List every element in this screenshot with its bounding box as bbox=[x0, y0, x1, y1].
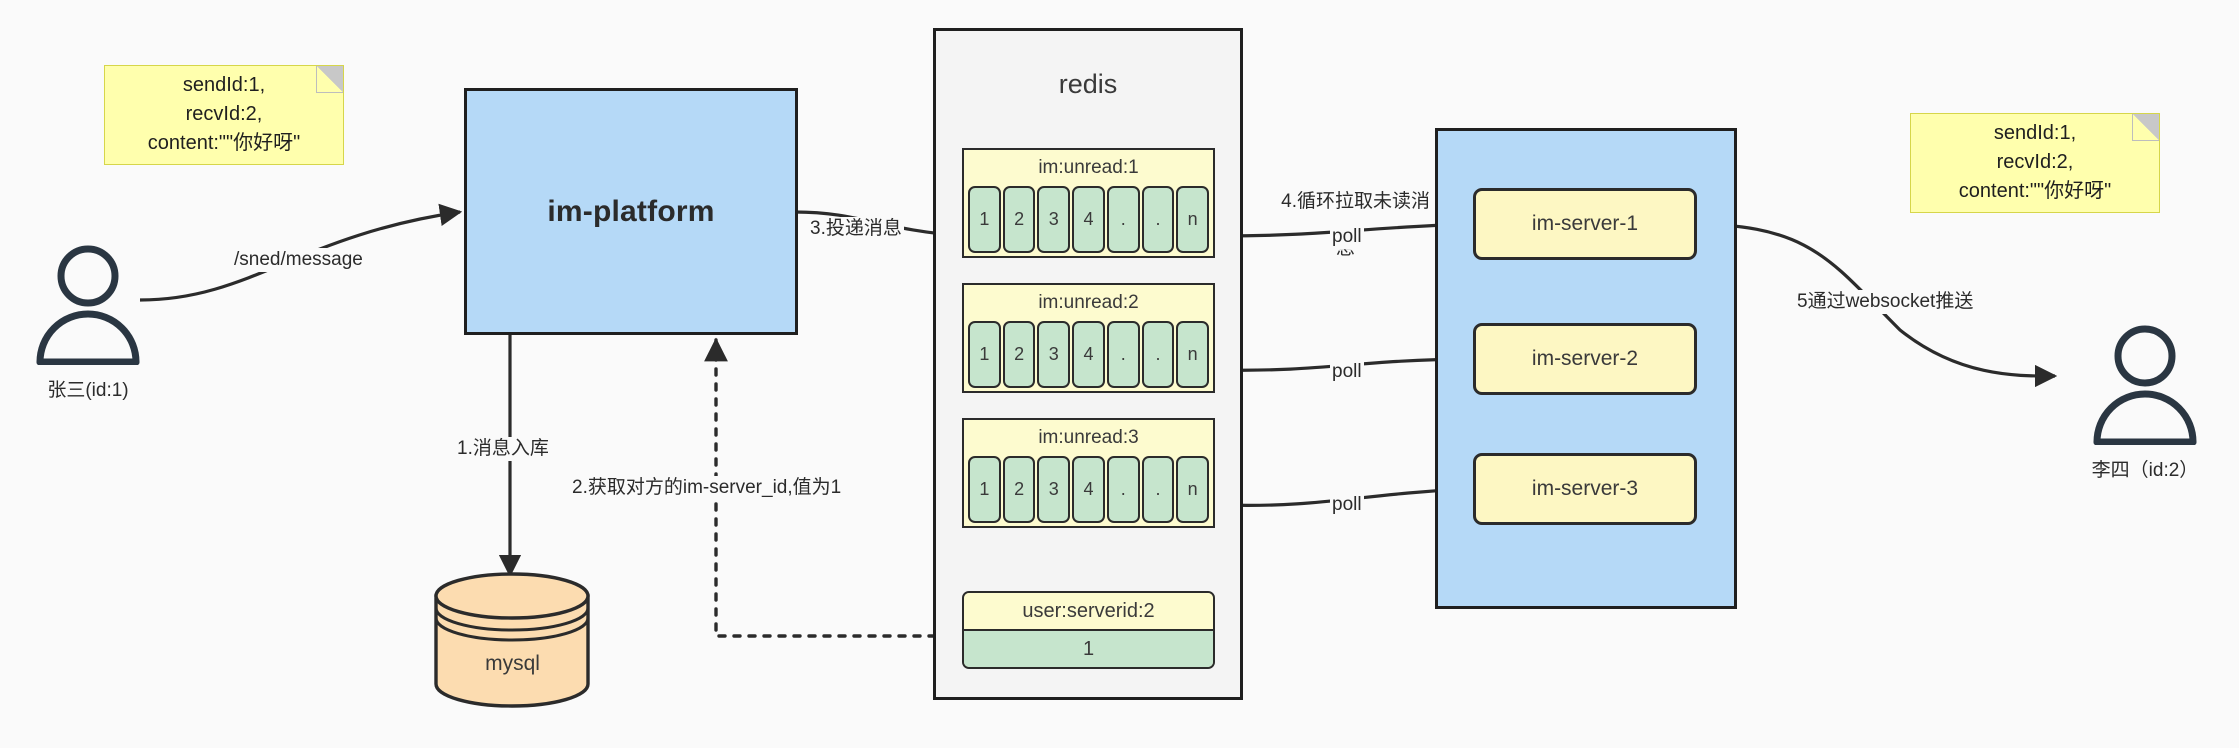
redis-cell[interactable]: . bbox=[1106, 186, 1140, 253]
redis-cell[interactable]: 1 bbox=[968, 456, 1001, 523]
edge-label-step5: 5通过websocket推送 bbox=[1795, 290, 1976, 314]
redis-list-key: im:unread:1 bbox=[1038, 157, 1139, 178]
redis-list-cells: 1 2 3 4 . . n bbox=[964, 456, 1213, 526]
redis-list-key: im:unread:3 bbox=[1038, 427, 1139, 448]
node-im-platform[interactable]: im-platform bbox=[464, 88, 798, 335]
redis-cell[interactable]: 4 bbox=[1072, 456, 1105, 523]
redis-list-2[interactable]: im:unread:3 1 2 3 4 . . n bbox=[962, 418, 1215, 528]
redis-kv-key: user:serverid:2 bbox=[964, 593, 1213, 629]
redis-cell[interactable]: . bbox=[1141, 186, 1175, 253]
redis-list-cells: 1 2 3 4 . . n bbox=[964, 321, 1213, 391]
person-icon bbox=[36, 245, 140, 366]
actor-sender bbox=[28, 240, 148, 366]
redis-cell[interactable]: . bbox=[1141, 321, 1175, 388]
container-redis-title: redis bbox=[1058, 69, 1118, 99]
node-im-server-1[interactable]: im-server-1 bbox=[1473, 188, 1697, 260]
redis-kv-value: 1 bbox=[964, 629, 1213, 667]
redis-cell[interactable]: . bbox=[1141, 456, 1175, 523]
edge-label-step2: 2.获取对方的im-server_id,值为1 bbox=[570, 476, 844, 500]
redis-cell[interactable]: 2 bbox=[1002, 321, 1036, 388]
actor-receiver bbox=[2085, 320, 2205, 446]
node-im-server-2-label: im-server-2 bbox=[1531, 347, 1639, 370]
note-fold-corner bbox=[2132, 114, 2159, 141]
redis-list-0[interactable]: im:unread:1 1 2 3 4 . . n bbox=[962, 148, 1215, 258]
node-im-platform-label: im-platform bbox=[547, 194, 715, 228]
edge-label-step4-line1: 4.循环拉取未读消 bbox=[1281, 190, 1430, 212]
edge-label-poll-2: poll bbox=[1330, 360, 1364, 384]
note-line-1: sendId:1, bbox=[182, 73, 266, 96]
note-line-3: content:""你好呀" bbox=[1958, 179, 2112, 202]
redis-list-key: im:unread:2 bbox=[1038, 292, 1139, 313]
edge-label-step1: 1.消息入库 bbox=[455, 437, 551, 461]
node-im-server-2[interactable]: im-server-2 bbox=[1473, 323, 1697, 395]
node-im-server-1-label: im-server-1 bbox=[1531, 212, 1639, 235]
edge-label-step3: 3.投递消息 bbox=[808, 217, 904, 241]
redis-cell[interactable]: 3 bbox=[1037, 456, 1071, 523]
redis-kv-user-serverid[interactable]: user:serverid:2 1 bbox=[962, 591, 1215, 669]
note-line-2: recvId:2, bbox=[1996, 150, 2074, 173]
redis-cell[interactable]: n bbox=[1176, 186, 1210, 253]
note-line-2: recvId:2, bbox=[185, 102, 263, 125]
note-sender-payload: sendId:1, recvId:2, content:""你好呀" bbox=[104, 65, 344, 165]
edge-label-poll-3: poll bbox=[1330, 493, 1364, 517]
note-receiver-payload: sendId:1, recvId:2, content:""你好呀" bbox=[1910, 113, 2160, 213]
redis-cell[interactable]: 2 bbox=[1002, 456, 1036, 523]
redis-cell[interactable]: 3 bbox=[1037, 321, 1071, 388]
database-cylinder-icon bbox=[434, 572, 590, 708]
note-line-3: content:""你好呀" bbox=[147, 131, 301, 154]
redis-cell[interactable]: 1 bbox=[968, 186, 1001, 253]
actor-receiver-label: 李四（id:2） bbox=[2091, 460, 2199, 481]
edge-label-poll-1: poll bbox=[1330, 225, 1364, 249]
redis-list-cells: 1 2 3 4 . . n bbox=[964, 186, 1213, 256]
note-fold-corner bbox=[316, 66, 343, 93]
redis-cell[interactable]: 4 bbox=[1072, 321, 1105, 388]
note-line-1: sendId:1, bbox=[1993, 121, 2077, 144]
redis-cell[interactable]: 4 bbox=[1072, 186, 1105, 253]
redis-cell[interactable]: . bbox=[1106, 456, 1140, 523]
redis-cell[interactable]: 2 bbox=[1002, 186, 1036, 253]
redis-cell[interactable]: 3 bbox=[1037, 186, 1071, 253]
node-mysql-label: mysql bbox=[485, 652, 540, 675]
person-icon bbox=[2093, 325, 2197, 446]
redis-cell[interactable]: n bbox=[1176, 456, 1210, 523]
node-im-server-3[interactable]: im-server-3 bbox=[1473, 453, 1697, 525]
actor-sender-label: 张三(id:1) bbox=[47, 380, 129, 401]
redis-cell[interactable]: . bbox=[1106, 321, 1140, 388]
edge-label-send-message: /sned/message bbox=[232, 248, 365, 272]
node-mysql[interactable]: mysql bbox=[430, 570, 595, 710]
node-im-server-3-label: im-server-3 bbox=[1531, 477, 1639, 500]
redis-cell[interactable]: n bbox=[1176, 321, 1210, 388]
redis-list-1[interactable]: im:unread:2 1 2 3 4 . . n bbox=[962, 283, 1215, 393]
redis-cell[interactable]: 1 bbox=[968, 321, 1001, 388]
